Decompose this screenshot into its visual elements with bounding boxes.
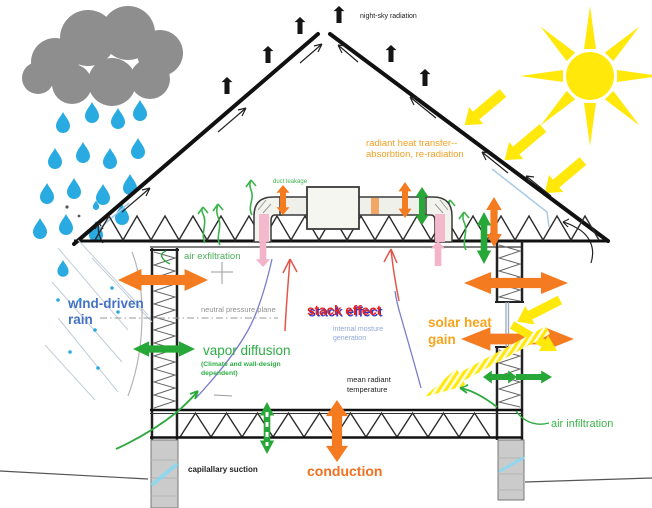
stack-effect-arrows [282, 248, 400, 332]
label-air-exfiltration: air exfiltration [184, 251, 241, 262]
hvac-ducts [253, 186, 453, 243]
ground-lines [0, 470, 652, 483]
capillary-moisture-mark [151, 463, 178, 486]
eave-vent-arrows [94, 218, 594, 264]
label-stack-effect-shadow: stack effect [308, 304, 383, 319]
rain-drops-icon [33, 100, 147, 277]
drainage-plane-arc [127, 251, 143, 397]
air-handler-box [306, 186, 360, 230]
label-radiant-heat-line2: absorbtion, re-radiation [366, 149, 464, 160]
ceiling-exfiltration-squiggles [197, 179, 470, 251]
label-capillary-suction: capilallary suction [188, 465, 258, 474]
duct-leak-band-left [259, 214, 269, 242]
stack-effect-streamlines [195, 258, 422, 399]
solar-gain-window-arrows [419, 290, 565, 406]
foundation-piers [150, 439, 525, 508]
label-neutral-pressure-plane: neutral pressure plane [201, 305, 276, 314]
label-solar-heat-line1: solar heat [428, 315, 492, 330]
label-conduction: conduction [307, 463, 382, 479]
wind-rain-streaks [44, 239, 153, 401]
duct-leakage-arrows-pink [255, 241, 446, 267]
sun-icon [520, 6, 652, 146]
label-mean-radiant-line2: temperature [347, 385, 387, 394]
label-duct-leakage: duct leakage [273, 179, 308, 185]
roof-vent-arrows [121, 43, 552, 213]
air-infiltration-curves [115, 250, 550, 450]
duct-leak-band-right [435, 214, 445, 242]
pressure-cross-mark [211, 262, 233, 397]
duct-run-right [357, 196, 427, 216]
label-night-sky-radiation: night-sky radiation [360, 13, 417, 20]
cloud-icon [22, 6, 183, 106]
wind-rain-dots [56, 286, 120, 370]
roof-outline [72, 32, 610, 246]
capillary-moisture-mark [498, 456, 525, 473]
label-vapor-diffusion-sub1: (Climate and wall-design [201, 361, 281, 368]
label-air-infiltration: air infiltration [551, 418, 613, 430]
ceiling-lines [74, 239, 608, 248]
label-solar-heat-line2: gain [428, 332, 456, 347]
label-stack-effect: stack effect [307, 303, 382, 318]
label-wind-driven-line1: wind-driven [67, 296, 144, 311]
label-wind-driven-line2: rain [68, 312, 93, 327]
label-vapor-diffusion: vapor diffusion [203, 343, 291, 358]
label-internal-moisture-line2: generation [333, 335, 366, 342]
label-radiant-heat-line1: radiant heat transfer-- [366, 138, 457, 149]
label-mean-radiant-line1: mean radiant [347, 375, 392, 384]
duct-joint-band [371, 198, 379, 214]
label-internal-moisture-line1: internal mosture [333, 326, 383, 333]
attic-insulation [94, 214, 600, 242]
label-vapor-diffusion-sub2: dependent) [201, 370, 238, 377]
